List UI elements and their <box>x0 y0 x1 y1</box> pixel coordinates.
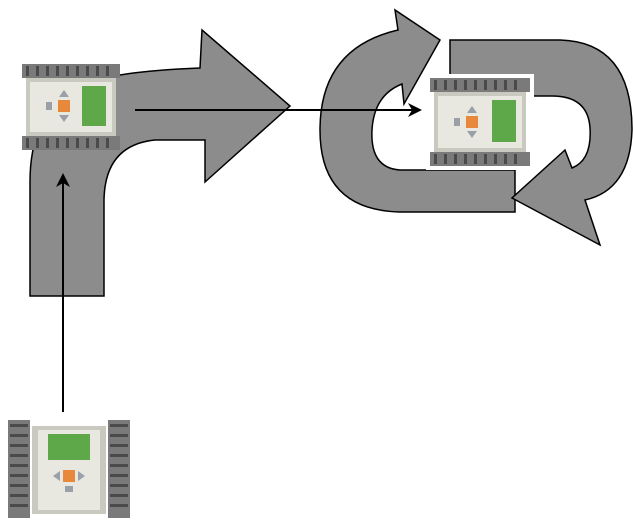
brick-screen <box>492 100 516 142</box>
brick-screen <box>82 86 106 126</box>
robot-start <box>8 420 130 518</box>
robot-loop <box>426 74 534 170</box>
robot-corner <box>22 64 120 150</box>
brick-screen <box>48 434 90 460</box>
